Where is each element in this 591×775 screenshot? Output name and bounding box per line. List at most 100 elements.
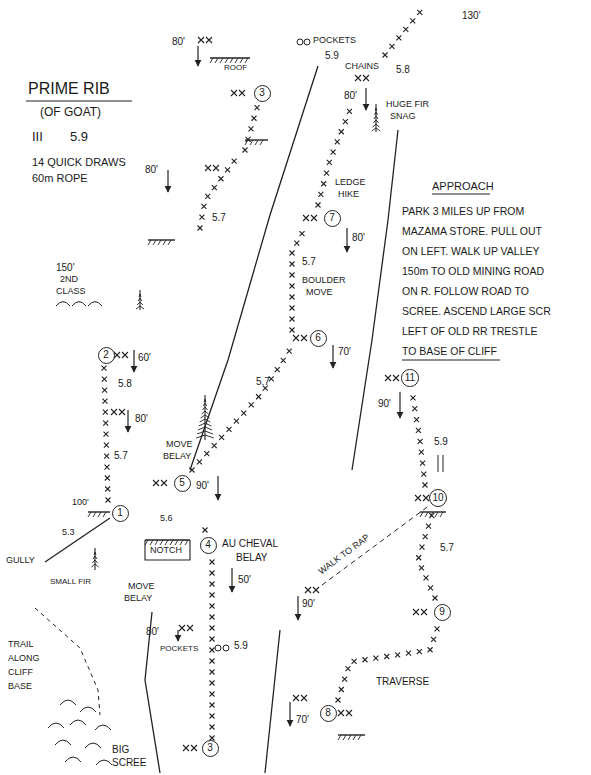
bolt-mark: [347, 109, 352, 114]
topo-label: 80': [135, 413, 148, 424]
bolt-mark: [410, 18, 415, 23]
rock-line: [136, 306, 144, 309]
bolt-mark: [201, 204, 206, 209]
rock-line: [375, 108, 376, 111]
bolt-mark: [234, 419, 239, 424]
pitch-number: 3: [254, 85, 271, 102]
topo-label: 90': [302, 598, 315, 609]
rock-line: [190, 66, 318, 470]
bolt-mark: [339, 129, 344, 134]
topo-label: 5.7: [256, 376, 270, 387]
topo-label: POCKETS: [313, 36, 356, 46]
topo-label: 5.3: [62, 528, 75, 538]
bolt-mark: [204, 451, 209, 456]
topo-label: 60': [138, 352, 151, 363]
bolt-mark: [243, 148, 248, 153]
bolt-mark: [210, 626, 215, 631]
pitch-number: 1: [112, 505, 129, 522]
ledge-hatch: [215, 58, 218, 63]
bolt-mark: [210, 692, 215, 697]
topo-label: 150m TO OLD MINING ROAD: [402, 266, 544, 278]
pitch-label: 3: [259, 88, 265, 98]
bolt-mark: [428, 647, 433, 652]
topo-label: 5.8: [396, 64, 410, 75]
bolt-mark: [336, 698, 341, 703]
bolt-mark: [335, 139, 340, 144]
bolt-mark: [414, 417, 419, 422]
rock-line: [26, 100, 132, 101]
pitch-label: 2: [103, 350, 109, 360]
bolt-mark: [210, 637, 215, 642]
bolt-mark: [183, 745, 189, 751]
rappel-arrow: [177, 630, 178, 641]
topo-label: BIG: [112, 744, 129, 755]
bolt-mark: [251, 116, 256, 121]
ledge-hatch: [185, 540, 188, 545]
topo-label: TO BASE OF CLIFF: [402, 346, 497, 358]
bolt-mark: [424, 575, 429, 580]
topo-label: 90': [378, 398, 391, 409]
pitch-label: 11: [405, 373, 415, 383]
bolt-mark: [290, 306, 295, 311]
bolt-mark: [384, 654, 389, 659]
bolt-mark: [290, 262, 295, 267]
pitch-label: 6: [315, 333, 321, 343]
bolt-mark: [293, 335, 299, 341]
ledge-hatch: [93, 512, 96, 517]
pitch-label: 8: [325, 708, 331, 718]
rock-line: [443, 455, 444, 472]
topo-label: (OF GOAT): [40, 106, 101, 119]
topo-label: MOVE: [166, 440, 193, 450]
bolt-mark: [213, 165, 219, 171]
bolt-mark: [311, 215, 317, 221]
bolt-mark: [122, 352, 128, 358]
pitch-number: 7: [324, 210, 341, 227]
rock-line: [438, 455, 439, 472]
bolt-mark: [423, 534, 428, 539]
rappel-arrow: [217, 476, 218, 500]
topo-label: 5.7: [302, 256, 316, 267]
topo-label: 80': [352, 232, 365, 243]
topo-label: 5.6: [160, 514, 173, 524]
ledge-hatch: [425, 512, 428, 517]
scree-mark: [88, 302, 102, 306]
ledge-hatch: [155, 540, 158, 545]
ledge-hatch: [260, 140, 263, 145]
ledge-hatch: [158, 240, 161, 245]
bolt-mark: [106, 498, 111, 503]
bolt-mark: [410, 395, 415, 400]
rock-line: [199, 423, 211, 426]
bolt-mark: [205, 194, 210, 199]
ledge-hatch: [98, 512, 101, 517]
rock-line: [35, 608, 100, 715]
rock-line: [432, 194, 490, 195]
topo-label: MOVE: [128, 582, 155, 592]
topo-label: 5.7: [440, 542, 454, 553]
rappel-arrow: [167, 170, 168, 192]
rock-line: [372, 124, 379, 127]
ledge-hatch: [245, 140, 248, 145]
ledge-hatch: [230, 58, 233, 63]
bolt-mark: [412, 406, 417, 411]
pocket-mark: [297, 39, 303, 45]
topo-label: NOTCH: [150, 546, 182, 556]
rappel-arrow: [133, 350, 134, 372]
bolt-mark: [417, 649, 422, 654]
bolt-mark: [102, 377, 107, 382]
ledge-hatch: [255, 140, 258, 145]
pitch-number: 3: [202, 740, 219, 757]
topo-label: HUGE FIR: [386, 100, 429, 110]
rock-line: [88, 511, 110, 512]
bolt-mark: [290, 295, 295, 300]
bolt-mark: [210, 703, 215, 708]
bolt-mark: [179, 625, 185, 631]
pitch-label: 5: [179, 478, 185, 488]
rappel-arrow: [231, 568, 232, 592]
ledge-hatch: [220, 58, 223, 63]
bolt-mark: [373, 656, 378, 661]
rappel-arrow: [127, 410, 128, 432]
rock-line: [91, 564, 98, 567]
bolt-mark: [231, 90, 237, 96]
bolt-mark: [249, 402, 254, 407]
topo-label: 5.9: [234, 640, 248, 651]
